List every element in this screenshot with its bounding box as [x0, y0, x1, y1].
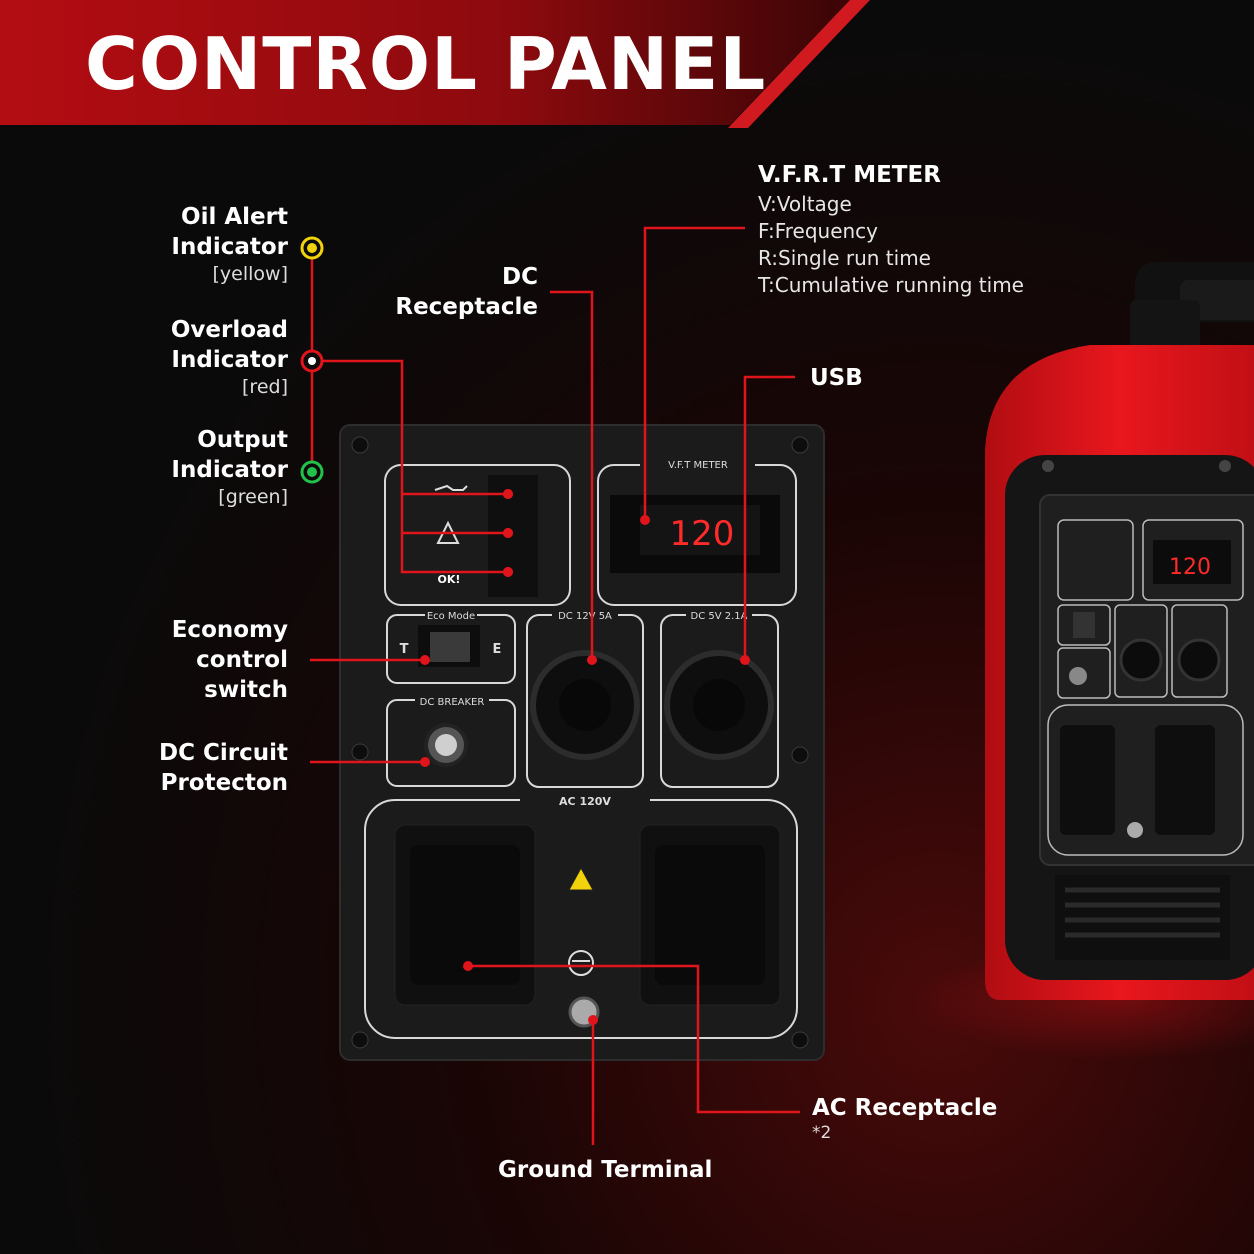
eco-t-label: T — [400, 642, 409, 657]
page-title: CONTROL PANEL — [85, 22, 767, 106]
meter-line-v: V:Voltage — [758, 192, 852, 216]
green-indicator-icon — [300, 460, 324, 484]
meter-line-f: F:Frequency — [758, 219, 879, 243]
ground-terminal-label: Ground Terminal — [498, 1157, 713, 1183]
dc-breaker-label: DC BREAKER — [420, 697, 485, 708]
oil-alert-color: [yellow] — [212, 263, 288, 285]
dc-breaker-button[interactable] — [435, 734, 457, 756]
eco-switch[interactable] — [430, 632, 470, 662]
meter-line-t: T:Cumulative running time — [758, 273, 1024, 297]
eco-e-label: E — [493, 642, 502, 657]
meter-panel-label: V.F.T METER — [668, 460, 728, 471]
title-banner — [0, 0, 870, 128]
generator-illustration: 120 — [920, 262, 1254, 1060]
dc5-label: DC 5V 2.1A — [691, 611, 748, 622]
control-panel-plate: OK! V.F.T METER 120 Eco Mode T E DC BREA… — [339, 424, 825, 1061]
output-color: [green] — [218, 486, 288, 508]
dc12-label: DC 12V 5A — [558, 611, 612, 622]
eco-mode-label: Eco Mode — [427, 611, 475, 622]
yellow-indicator-icon — [300, 236, 324, 260]
ac-receptacle-label: AC Receptacle — [812, 1095, 998, 1121]
ac-receptacle-count: *2 — [812, 1123, 832, 1143]
svg-text:120: 120 — [1169, 555, 1211, 580]
usb-label: USB — [810, 365, 863, 391]
overload-color: [red] — [242, 376, 288, 398]
meter-title: V.F.R.T METER — [758, 162, 941, 188]
ac120-label: AC 120V — [559, 795, 611, 808]
meter-value: 120 — [670, 514, 735, 554]
callout-dots — [420, 489, 750, 1025]
callout-lines — [310, 226, 800, 1145]
red-indicator-icon — [300, 349, 324, 373]
ok-text: OK! — [438, 573, 461, 586]
meter-line-r: R:Single run time — [758, 246, 931, 270]
